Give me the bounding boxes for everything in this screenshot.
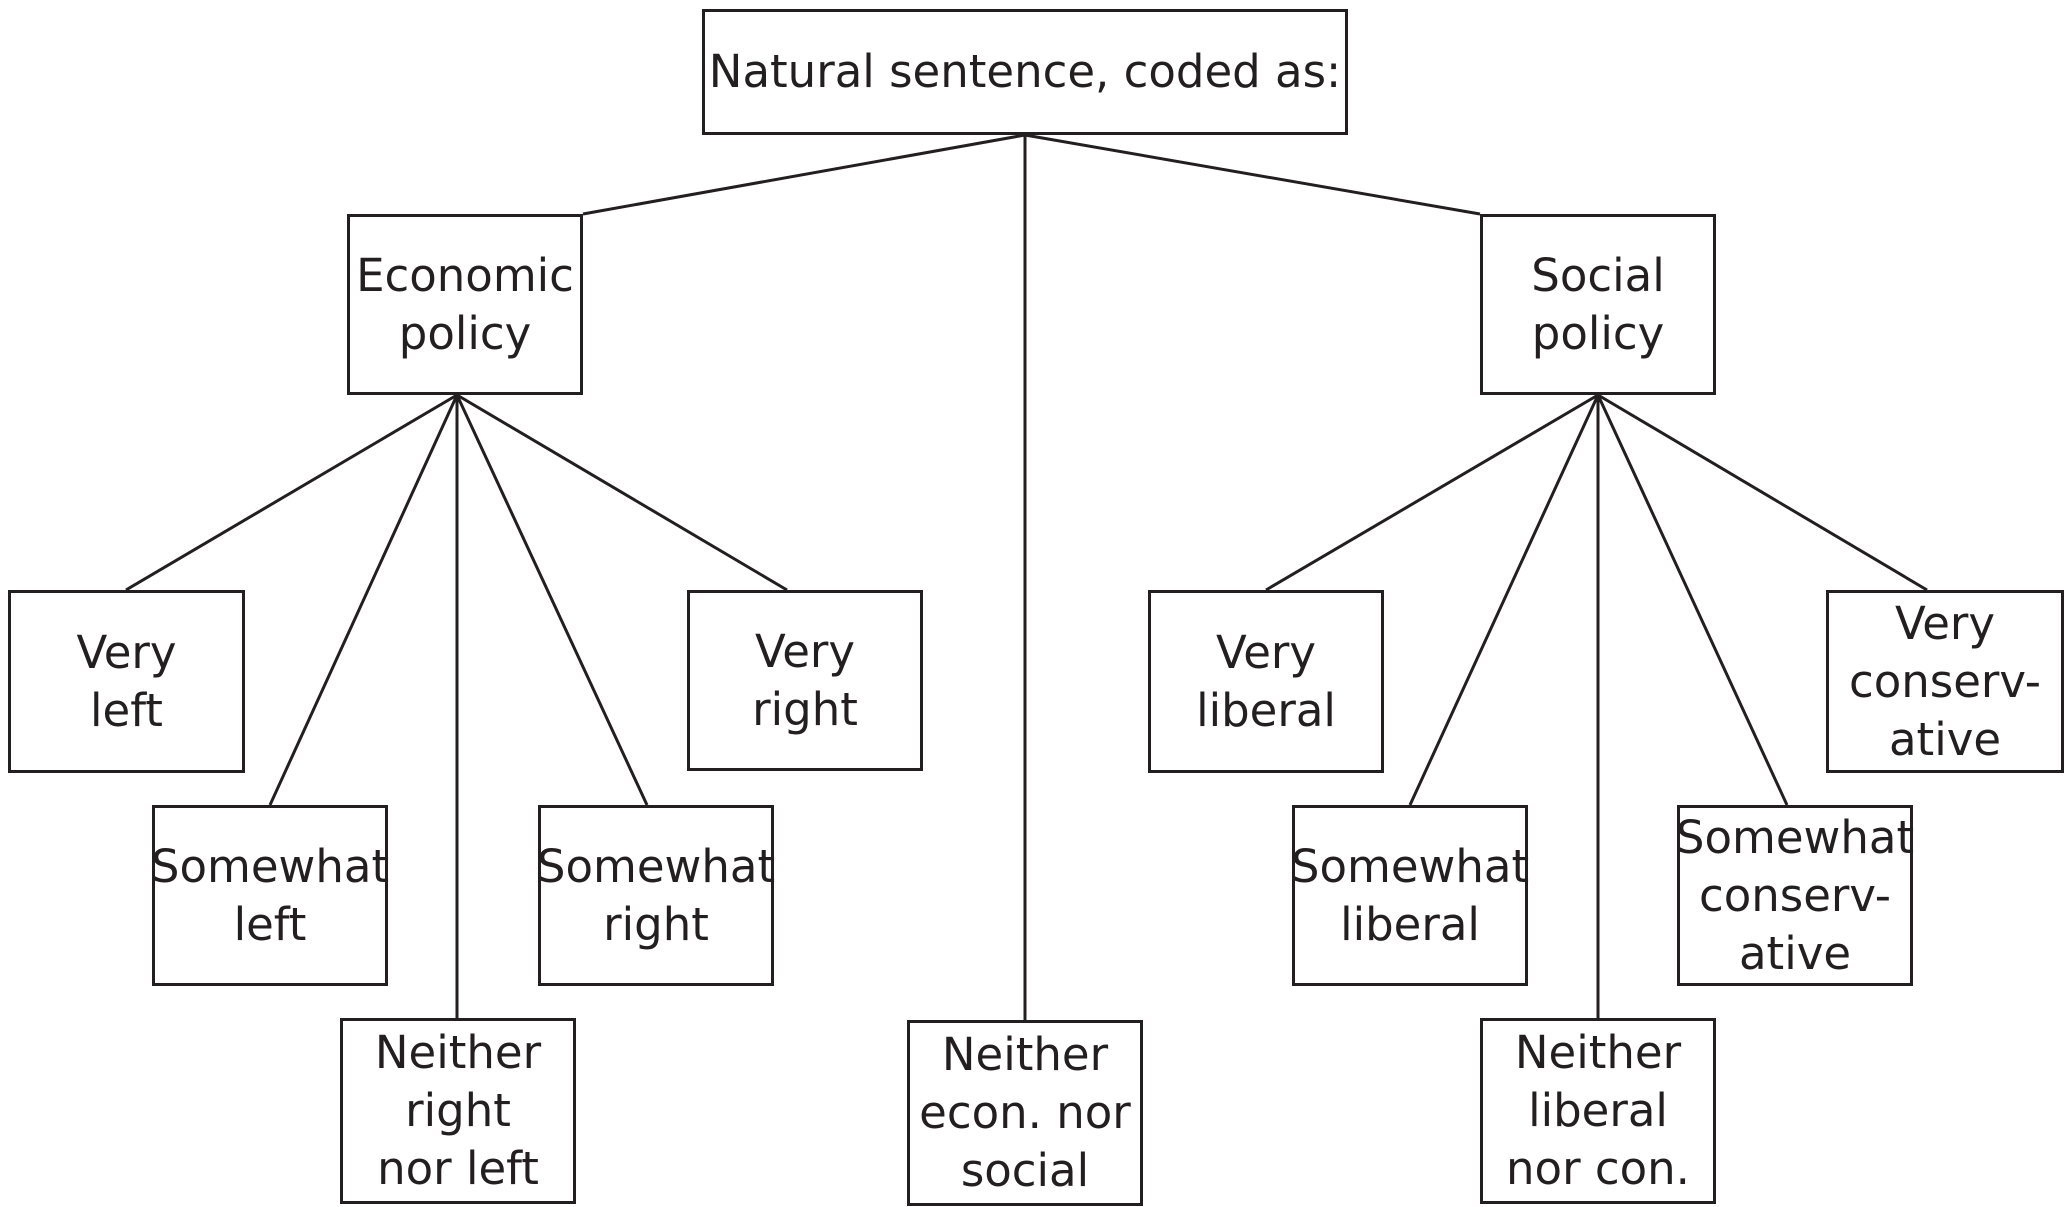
neither-liberal-nor-con-node: Neither liberal nor con. bbox=[1480, 1018, 1716, 1204]
connector-economic-somewhat-left bbox=[268, 394, 459, 806]
connector-social-very-conservative bbox=[1597, 393, 1928, 592]
social-policy-node: Social policy bbox=[1480, 214, 1716, 395]
connector-social-somewhat-conservative bbox=[1596, 394, 1789, 806]
very-right-node: Very right bbox=[687, 590, 923, 771]
economic-policy-node: Economic policy bbox=[347, 214, 583, 395]
connector-economic-somewhat-right bbox=[455, 394, 649, 806]
very-liberal-node: Very liberal bbox=[1148, 590, 1384, 773]
somewhat-conservative-node: Somewhat conserv- ative bbox=[1676, 805, 1914, 986]
very-conservative-node: Very conserv- ative bbox=[1826, 590, 2064, 773]
neither-right-nor-left-node: Neither right nor left bbox=[340, 1018, 576, 1204]
connector-root-economic bbox=[582, 133, 1026, 216]
very-left-node: Very left bbox=[8, 590, 245, 773]
neither-econ-nor-social-node: Neither econ. nor social bbox=[907, 1020, 1143, 1206]
connector-economic-very-right bbox=[456, 393, 788, 592]
somewhat-liberal-node: Somewhat liberal bbox=[1291, 805, 1529, 986]
connector-social-somewhat-liberal bbox=[1408, 394, 1600, 806]
connector-root-social bbox=[1024, 133, 1481, 216]
connector-social-very-liberal bbox=[1265, 393, 1599, 592]
root-node: Natural sentence, coded as: bbox=[702, 9, 1348, 135]
somewhat-right-node: Somewhat right bbox=[537, 805, 775, 986]
somewhat-left-node: Somewhat left bbox=[151, 805, 389, 986]
connector-economic-very-left bbox=[125, 393, 458, 592]
